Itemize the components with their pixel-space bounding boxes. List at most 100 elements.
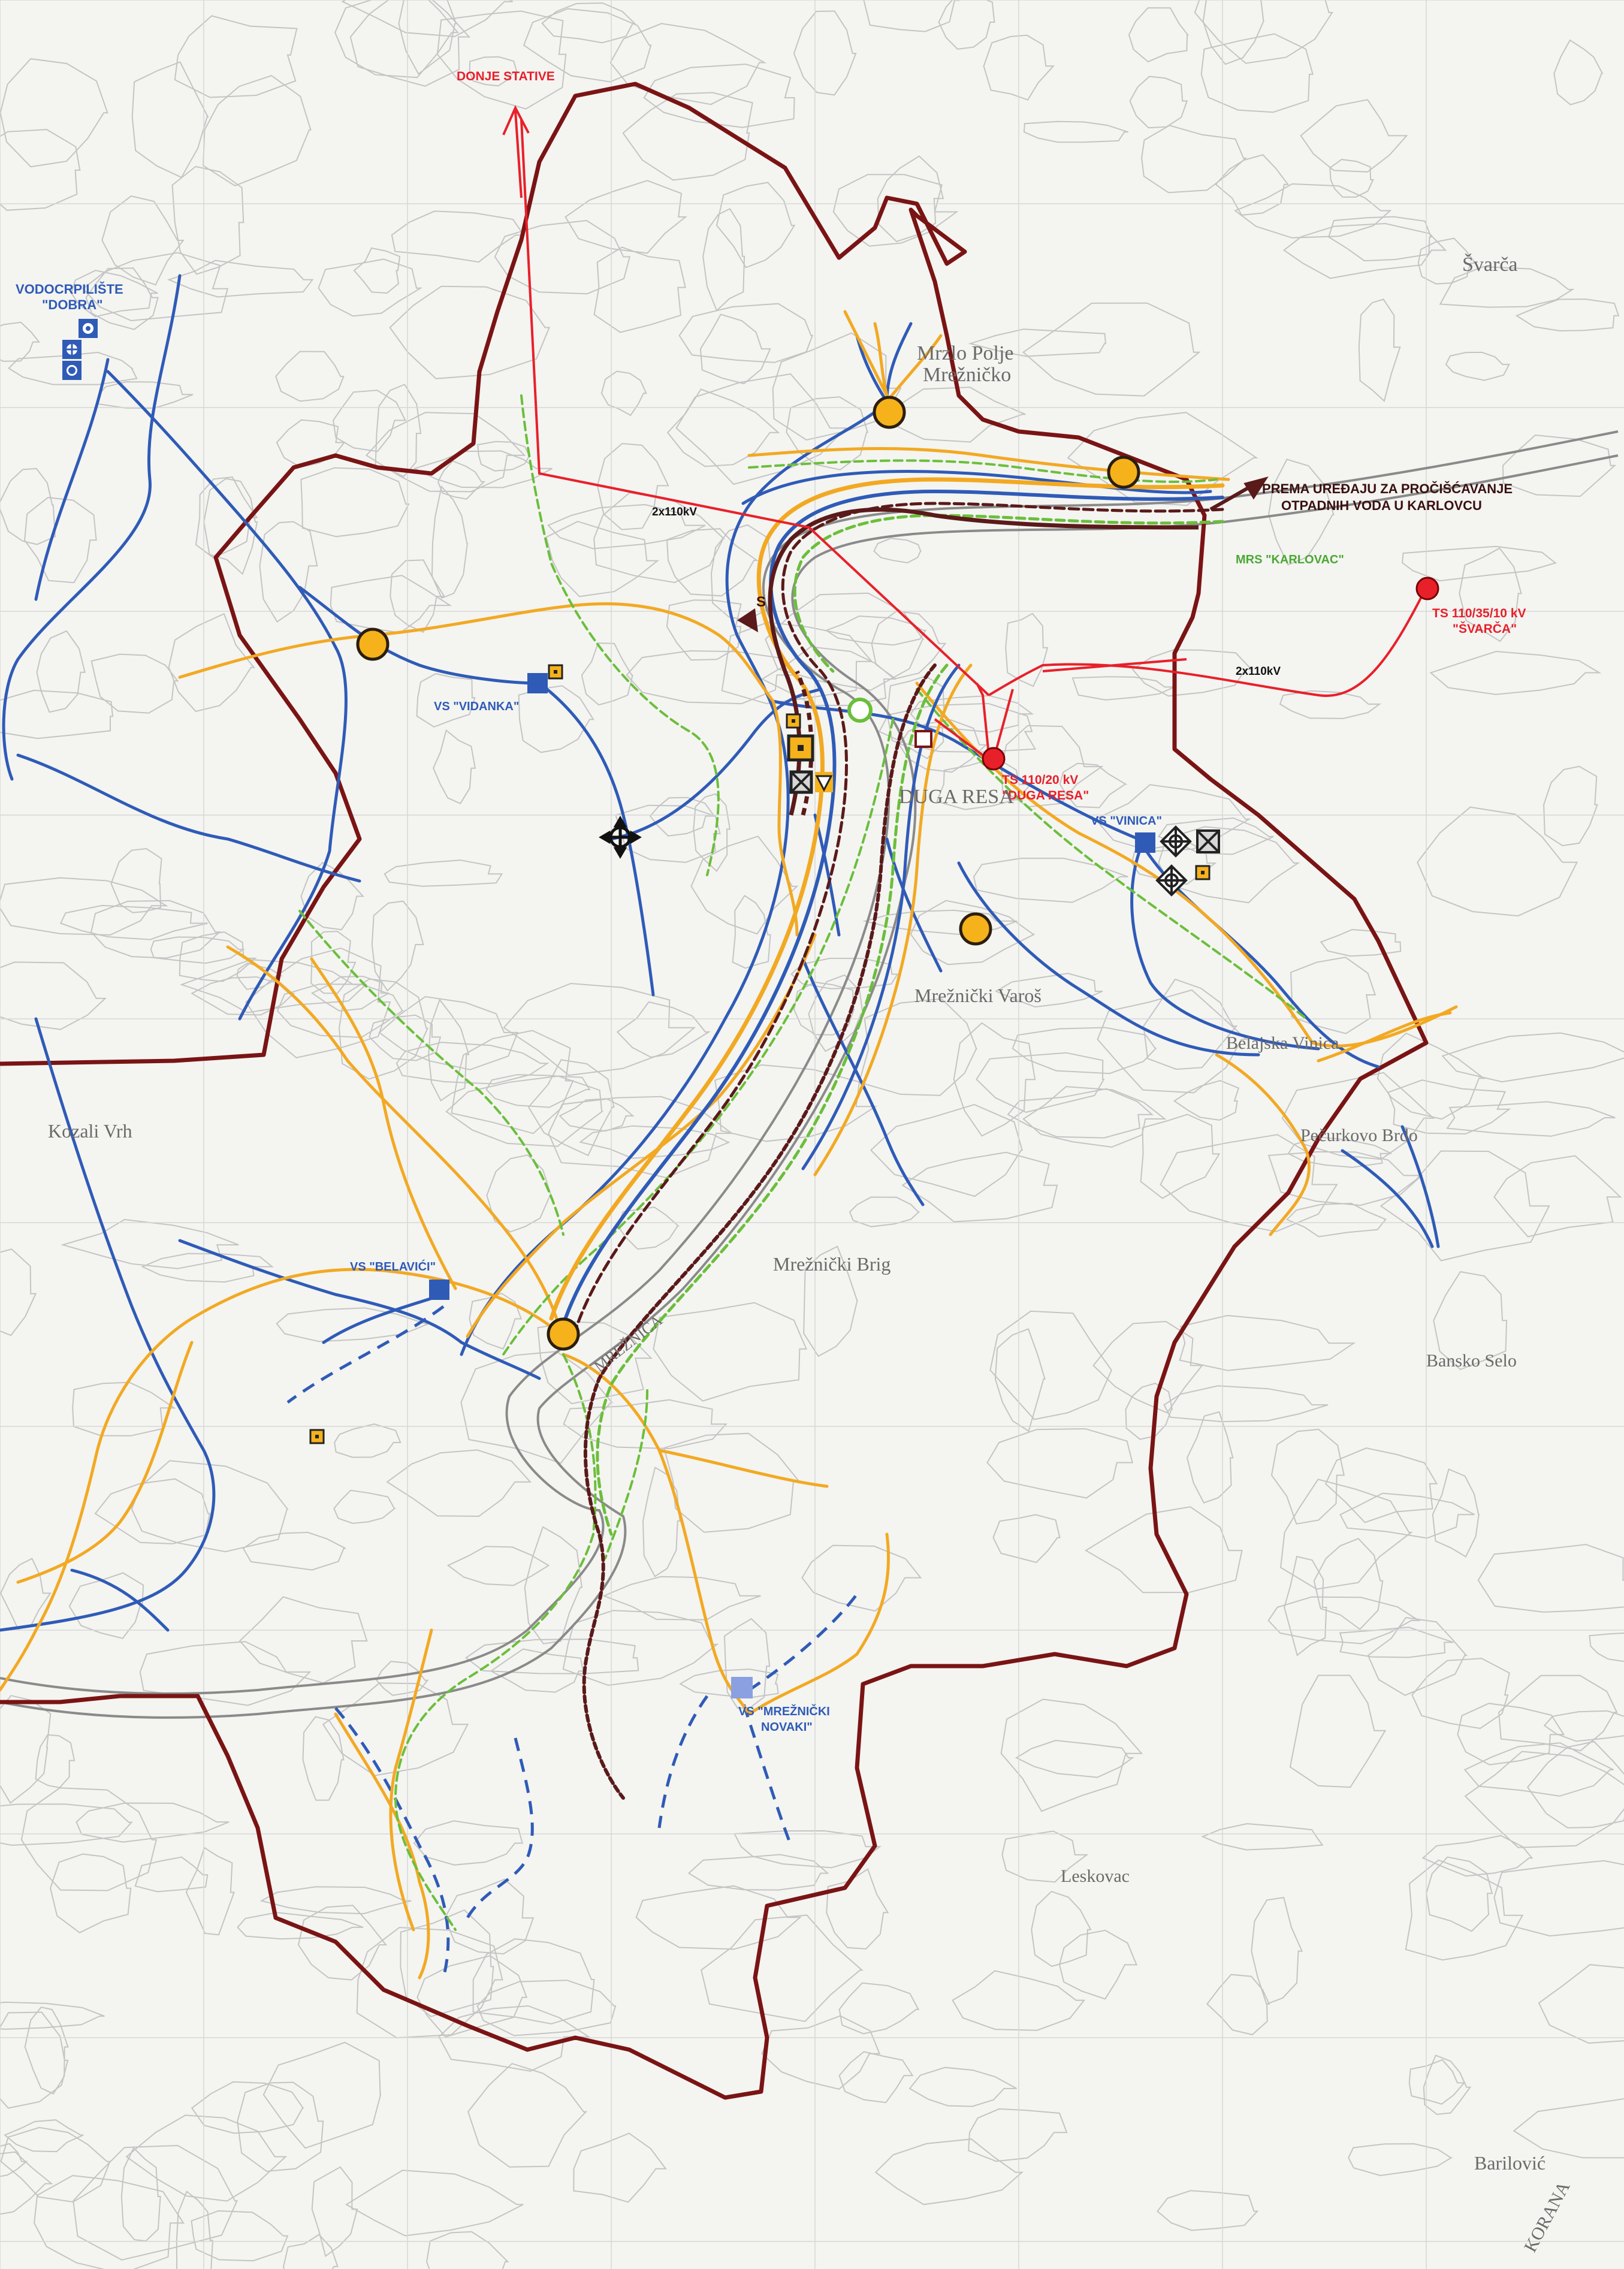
contour-line (389, 285, 551, 379)
contour-line (486, 1154, 552, 1233)
contour-line (310, 931, 357, 994)
sewer-node[interactable] (959, 912, 992, 946)
contour-line (384, 859, 503, 887)
facility-icon[interactable] (1195, 865, 1211, 880)
contour-line (1015, 1739, 1134, 1778)
contour-line (1279, 690, 1381, 719)
municipal-boundary (0, 82, 1429, 2100)
contour-line (858, 998, 977, 1096)
contour-line (467, 2063, 588, 2168)
contour-line (1417, 237, 1477, 285)
contour-line (1515, 298, 1620, 332)
compass-icon[interactable] (1160, 825, 1192, 858)
contour-line (283, 2234, 339, 2269)
substation-svarca[interactable] (1415, 577, 1439, 601)
facility-icon[interactable] (786, 713, 801, 729)
substation-duga-resa[interactable] (982, 747, 1006, 771)
contour-line (666, 388, 780, 467)
facility-icon[interactable] (309, 1429, 325, 1444)
sewer-node[interactable] (873, 396, 906, 429)
contour-line (369, 1014, 442, 1061)
contour-line (1300, 99, 1408, 173)
contour-line (50, 1853, 132, 1933)
reservoir-vinica[interactable] (1135, 832, 1155, 853)
place-name: Mrzlo Polje (917, 342, 1013, 364)
contour-line (0, 689, 114, 740)
sewer-node[interactable] (547, 1317, 580, 1351)
contour-line (1031, 1890, 1092, 1967)
well-icon[interactable] (79, 319, 98, 338)
contour-line (0, 1695, 52, 1804)
contour-line (1493, 1860, 1624, 1937)
contour-line (609, 23, 767, 105)
cross-box-icon[interactable] (789, 770, 813, 794)
reservoir-belavici[interactable] (429, 1280, 449, 1300)
reservoir-vidanka[interactable] (527, 673, 548, 693)
sewer-node[interactable] (356, 627, 390, 661)
contour-line (1285, 1202, 1387, 1238)
pump-icon[interactable] (62, 340, 81, 359)
sewer-node[interactable] (1107, 455, 1140, 489)
contour-line (503, 982, 696, 1076)
antenna-icon[interactable] (599, 816, 642, 859)
contour-line (90, 653, 179, 714)
compass-icon[interactable] (1155, 864, 1188, 897)
vs-mreznicki-label: VS "MREŽNIČKI (738, 1704, 830, 1718)
contour-line (1339, 1492, 1475, 1539)
sewer-nodes (356, 396, 1140, 1351)
contour-line (1433, 1271, 1508, 1371)
contour-line (1502, 434, 1617, 497)
contour-line (24, 497, 97, 584)
contour-line (378, 995, 519, 1070)
ts-duga-resa-name: "DUGA RESA" (1002, 789, 1089, 802)
facility-icon[interactable] (548, 664, 563, 680)
contour-line (1141, 125, 1248, 194)
contour-line (1493, 1155, 1622, 1238)
vodocrpiliste-label: VODOCRPILIŠTE (16, 282, 123, 297)
reservoir-mreznicki-novaki[interactable] (731, 1677, 753, 1698)
contour-line (1477, 1544, 1624, 1613)
contour-line (1022, 302, 1201, 397)
contour-line (1131, 649, 1253, 697)
s-marker-label: S (756, 594, 766, 610)
vodocrpiliste-name: "DOBRA" (42, 297, 103, 312)
kv-line-label: 2x110kV (652, 506, 697, 518)
contour-line (433, 729, 476, 805)
cross-box-icon[interactable] (1196, 829, 1220, 853)
contour-line (7, 351, 138, 385)
contour-line (910, 695, 1034, 733)
contour-line (1457, 1703, 1565, 1766)
gas-station-marker[interactable] (847, 698, 873, 723)
contour-line (733, 1830, 882, 1869)
contour-line (772, 332, 902, 441)
contour-line (176, 2190, 213, 2269)
contour-line (0, 877, 168, 936)
contour-line (952, 1970, 1086, 2031)
contour-line (1001, 1830, 1089, 1883)
contour-line (333, 1489, 397, 1524)
contour-line (732, 895, 771, 969)
contour-line (490, 1648, 584, 1693)
triangle-icon[interactable] (815, 772, 833, 792)
contour-line (446, 1546, 550, 1586)
contour-line (436, 10, 567, 110)
contour-line (1059, 762, 1128, 808)
source-icon[interactable] (62, 361, 81, 380)
contour-line (120, 2147, 161, 2242)
white-square-icon[interactable] (914, 730, 932, 748)
ts-duga-resa-label: TS 110/20 kV (1002, 773, 1078, 787)
contour-line (936, 757, 1033, 810)
contour-line (849, 1196, 920, 1227)
contour-line (1387, 1079, 1511, 1135)
contour-line (565, 180, 687, 254)
contour-line (616, 1001, 711, 1058)
power-lines (520, 119, 1427, 756)
contour-line (573, 2132, 667, 2203)
contour-line (679, 1668, 779, 1699)
contour-line (68, 1572, 144, 1639)
contour-line (602, 1576, 761, 1621)
contour-line (1280, 1479, 1413, 1590)
contour-line (870, 1104, 1024, 1197)
contour-line (1007, 1088, 1154, 1139)
